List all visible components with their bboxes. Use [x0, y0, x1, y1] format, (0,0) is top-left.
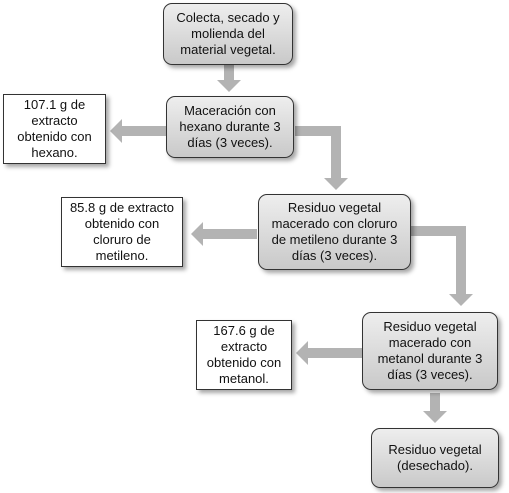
arrow-methanol-to-discarded [423, 393, 447, 423]
arrow-hexane-to-dcm [295, 126, 348, 190]
hexane-maceration-step: Maceración con hexano durante 3 días (3 … [166, 96, 294, 158]
arrow-collection-to-hexane [217, 65, 241, 92]
discarded-residue-step: Residuo vegetal (desechado). [371, 428, 499, 488]
methanol-maceration-label: Residuo vegetal macerado con metanol dur… [377, 319, 483, 382]
methanol-extract-result: 167.6 g de extracto obtenido con metanol… [196, 320, 292, 390]
collection-step-label: Colecta, secado y molienda del material … [176, 10, 280, 57]
discarded-residue-label: Residuo vegetal (desechado). [388, 442, 482, 473]
methanol-extract-label: 167.6 g de extracto obtenido con metanol… [206, 323, 282, 386]
hexane-extract-label: 107.1 g de extracto obtenido con hexano. [17, 97, 92, 160]
arrow-dcm-to-extract [191, 222, 257, 246]
dcm-extract-result: 85.8 g de extracto obtenido con cloruro … [61, 197, 183, 267]
dcm-maceration-step: Residuo vegetal macerado con cloruro de … [258, 194, 411, 270]
arrow-dcm-to-methanol [411, 226, 473, 306]
collection-step: Colecta, secado y molienda del material … [163, 3, 293, 65]
hexane-extract-result: 107.1 g de extracto obtenido con hexano. [3, 94, 106, 164]
arrow-methanol-to-extract [296, 341, 362, 365]
methanol-maceration-step: Residuo vegetal macerado con metanol dur… [362, 312, 498, 390]
dcm-extract-label: 85.8 g de extracto obtenido con cloruro … [69, 200, 175, 263]
hexane-maceration-label: Maceración con hexano durante 3 días (3 … [179, 103, 281, 150]
dcm-maceration-label: Residuo vegetal macerado con cloruro de … [271, 200, 398, 263]
arrow-hexane-to-extract [110, 119, 166, 143]
